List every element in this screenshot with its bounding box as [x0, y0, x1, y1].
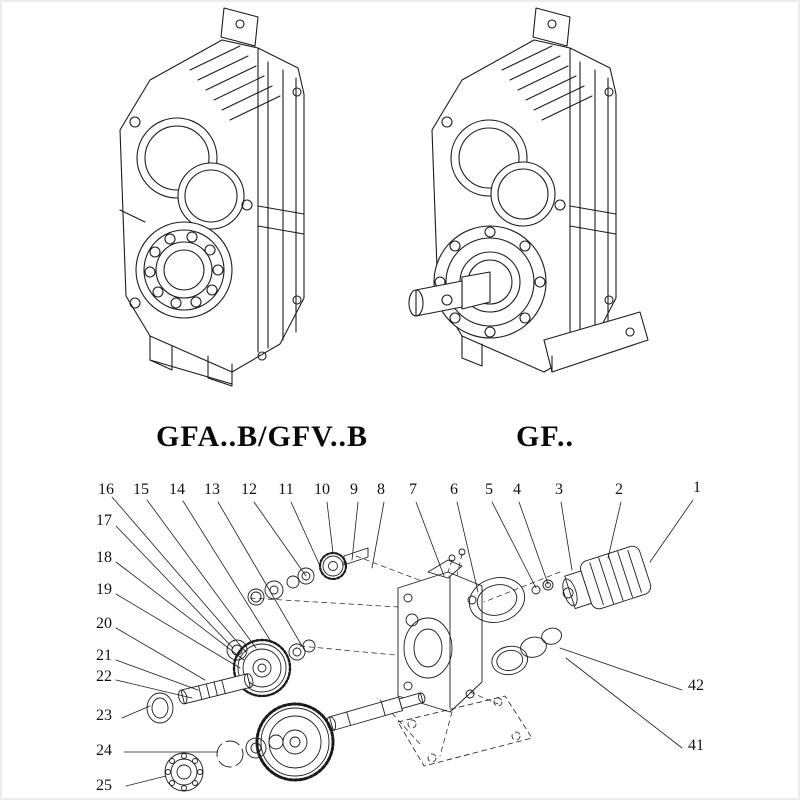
callout-20: 20: [96, 615, 112, 632]
callout-4: 4: [513, 481, 521, 498]
callout-1: 1: [693, 479, 701, 496]
callout-5: 5: [485, 481, 493, 498]
leader-lines: [111, 496, 694, 787]
model-label-right: GF..: [516, 420, 574, 453]
callout-22: 22: [96, 668, 112, 685]
callout-21: 21: [96, 647, 112, 664]
input-pinion-set: [247, 547, 369, 606]
callout-41: 41: [688, 737, 704, 754]
callout-10: 10: [314, 481, 330, 498]
callout-16: 16: [98, 481, 114, 498]
callout-9: 9: [350, 481, 358, 498]
motor-part: [562, 545, 652, 610]
callout-6: 6: [450, 481, 458, 498]
flange-bolt-holes: [434, 226, 546, 338]
exploded-view: [146, 545, 652, 792]
oil-seal-part: [146, 692, 174, 724]
callout-12: 12: [241, 481, 257, 498]
base-plate-part: [397, 695, 533, 767]
output-shaft-part: [326, 692, 426, 731]
callout-23: 23: [96, 707, 112, 724]
callout-2: 2: [615, 481, 623, 498]
right-gearbox-drawing: [408, 7, 649, 373]
callout-25: 25: [96, 777, 112, 794]
model-label-left: GFA..B/GFV..B: [156, 420, 368, 453]
output-gear-part: [255, 702, 335, 782]
callout-18: 18: [96, 549, 112, 566]
motor-fasteners: [531, 579, 554, 595]
callout-14: 14: [169, 481, 185, 498]
callout-15: 15: [133, 481, 149, 498]
callout-8: 8: [377, 481, 385, 498]
callout-24: 24: [96, 742, 112, 759]
retaining-rings: [491, 627, 562, 676]
output-bearing-set: [164, 734, 284, 792]
input-shaft-part: [178, 673, 254, 705]
left-gearbox-drawing: [119, 7, 305, 387]
callout-13: 13: [204, 481, 220, 498]
flange-gasket-part: [468, 577, 526, 623]
bearing-rollers: [144, 231, 224, 309]
callout-3: 3: [555, 481, 563, 498]
callout-11: 11: [278, 481, 294, 498]
callout-19: 19: [96, 581, 112, 598]
intermediate-gear-set: [226, 638, 316, 698]
housing-part: [397, 559, 483, 713]
callout-42: 42: [688, 677, 704, 694]
callout-17: 17: [96, 512, 112, 529]
callout-7: 7: [409, 481, 417, 498]
